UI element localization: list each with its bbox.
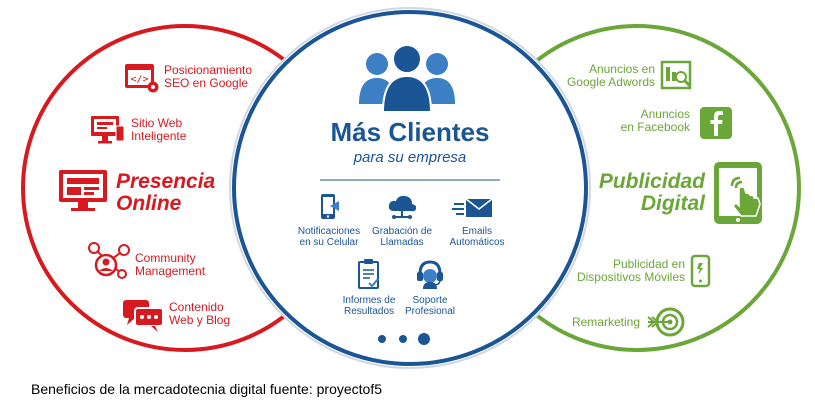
figure-caption: Beneficios de la mercadotecnia digital f…: [31, 381, 382, 397]
search-chart-icon: [660, 60, 692, 90]
target-icon: [647, 307, 685, 337]
headset-icon: [417, 260, 443, 289]
network-icon: [88, 242, 130, 279]
clipboard-icon: [358, 259, 379, 289]
pager-dot-1: [378, 335, 386, 343]
mobile-icon: [690, 254, 711, 288]
pager-dot-3: [418, 333, 430, 345]
facebook-icon: [700, 107, 732, 139]
center-title: Más Clientes: [330, 117, 490, 147]
monitor-icon: [91, 116, 125, 144]
users-group-icon: [359, 44, 455, 113]
center-circle: [232, 10, 588, 366]
cloud-icon: [388, 195, 417, 219]
center-subtitle: para su empresa: [353, 149, 467, 166]
presencia-monitor-icon: [59, 170, 107, 211]
right-item-4-label: Remarketing: [571, 315, 640, 329]
svg-text:</>: </>: [130, 74, 148, 85]
tablet-touch-icon: [714, 162, 762, 224]
phone-icon: [321, 194, 339, 219]
code-window-icon: </>: [125, 64, 159, 93]
email-icon: [452, 198, 493, 217]
pager-dot-2: [399, 335, 407, 343]
chat-bubble-icon: [123, 300, 164, 332]
